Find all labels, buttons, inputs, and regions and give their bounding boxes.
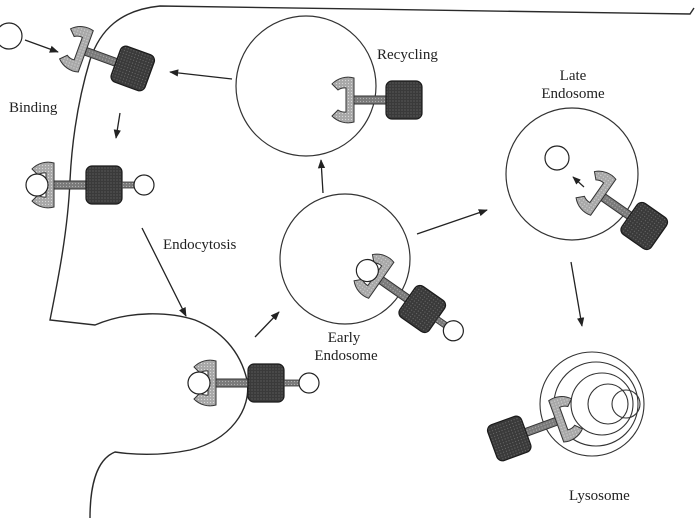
label-binding: Binding <box>9 100 58 116</box>
label-early-endosome-line1: Early <box>327 330 361 346</box>
ligand-free <box>0 22 23 50</box>
lysosome <box>539 351 645 457</box>
cell-membrane <box>49 5 695 518</box>
receptor-recycling <box>331 76 423 124</box>
ligand-released <box>544 145 570 171</box>
arrow-recycling-to-surface <box>169 69 233 80</box>
arrow-binding-down <box>113 112 121 139</box>
early-endosome <box>279 193 411 325</box>
arrow-late-to-lysosome <box>570 261 585 327</box>
recycling-vesicle <box>235 15 377 157</box>
label-lysosome: Lysosome <box>569 488 630 504</box>
receptor-late-endosome <box>571 165 673 256</box>
receptor-early-endosome <box>349 248 464 342</box>
arrow-ligand-release <box>572 176 585 188</box>
receptor-lysosome <box>483 391 586 467</box>
receptor-coated-pit <box>187 359 320 407</box>
receptor-surface-bound <box>25 161 155 209</box>
label-endocytosis: Endocytosis <box>163 237 237 253</box>
arrow-early-to-recycling <box>317 159 326 194</box>
label-recycling: Recycling <box>377 47 438 63</box>
label-early-endosome-line2: Endosome <box>314 348 378 364</box>
arrow-pit-to-early-endosome <box>254 311 280 338</box>
arrow-early-to-late <box>416 209 488 235</box>
arrow-ligand-to-receptor <box>24 39 59 53</box>
arrow-endocytosis <box>141 227 187 317</box>
label-late-endosome-line1: Late <box>559 68 587 84</box>
late-endosome <box>505 107 639 241</box>
receptor-surface-unbound <box>56 21 159 97</box>
label-late-endosome-line2: Endosome <box>541 86 605 102</box>
